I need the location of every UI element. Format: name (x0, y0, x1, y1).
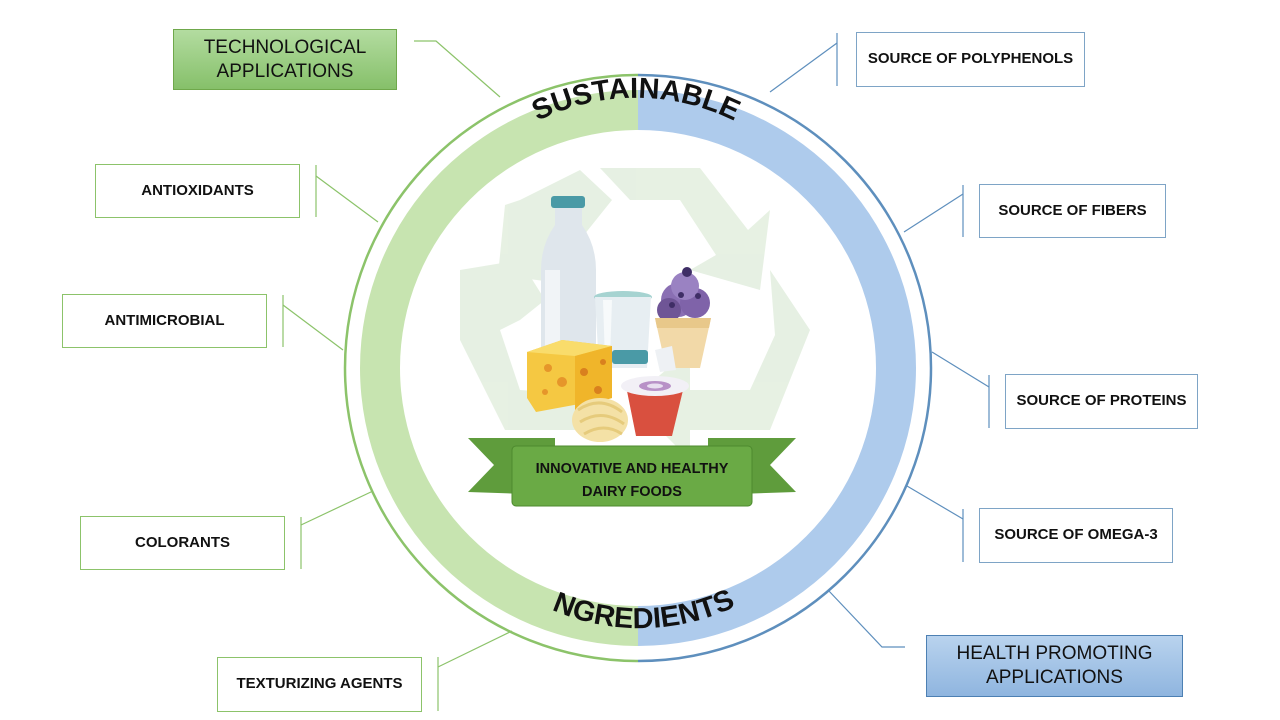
health-heading: HEALTH PROMOTING APPLICATIONS (926, 635, 1183, 697)
item-source-of-polyphenols-text: SOURCE OF POLYPHENOLS (867, 50, 1074, 68)
item-source-of-fibers-text: SOURCE OF FIBERS (998, 201, 1147, 219)
yogurt-icon (621, 346, 689, 436)
banner-line-2: DAIRY FOODS (582, 484, 682, 500)
banner-line-1: INNOVATIVE AND HEALTHY (536, 461, 729, 477)
item-source-of-proteins-text: SOURCE OF PROTEINS (1016, 392, 1187, 410)
item-source-of-fibers: SOURCE OF FIBERS (979, 184, 1166, 238)
connectors-health (769, 33, 990, 648)
technological-heading-text: TECHNOLOGICAL APPLICATIONS (203, 36, 367, 82)
item-source-of-omega-3-text: SOURCE OF OMEGA-3 (994, 526, 1158, 544)
butter-icon (572, 398, 628, 442)
item-source-of-proteins: SOURCE OF PROTEINS (1005, 374, 1198, 429)
center-banner: INNOVATIVE AND HEALTHY DAIRY FOODS (468, 438, 796, 507)
item-texturizing-agents: TEXTURIZING AGENTS (217, 657, 422, 712)
connectors-technological (282, 40, 513, 711)
ring-half-green (360, 90, 638, 646)
technological-heading: TECHNOLOGICAL APPLICATIONS (173, 29, 397, 90)
outer-ring-green (343, 73, 639, 663)
item-source-of-polyphenols: SOURCE OF POLYPHENOLS (856, 32, 1085, 87)
item-colorants: COLORANTS (80, 516, 285, 570)
item-antioxidants-text: ANTIOXIDANTS (141, 181, 254, 199)
item-antimicrobial-text: ANTIMICROBIAL (104, 311, 225, 329)
item-source-of-omega-3: SOURCE OF OMEGA-3 (979, 508, 1173, 563)
cheese-icon (527, 340, 612, 412)
item-antimicrobial: ANTIMICROBIAL (62, 294, 267, 348)
ring-half-blue (638, 90, 916, 646)
milk-bottle-icon (541, 196, 596, 372)
outer-ring-blue (637, 73, 933, 663)
item-colorants-text: COLORANTS (135, 533, 230, 551)
bottle-base-icon (612, 350, 648, 364)
item-antioxidants: ANTIOXIDANTS (95, 164, 300, 218)
health-heading-text: HEALTH PROMOTING APPLICATIONS (956, 643, 1153, 688)
item-texturizing-agents-text: TEXTURIZING AGENTS (236, 675, 403, 693)
